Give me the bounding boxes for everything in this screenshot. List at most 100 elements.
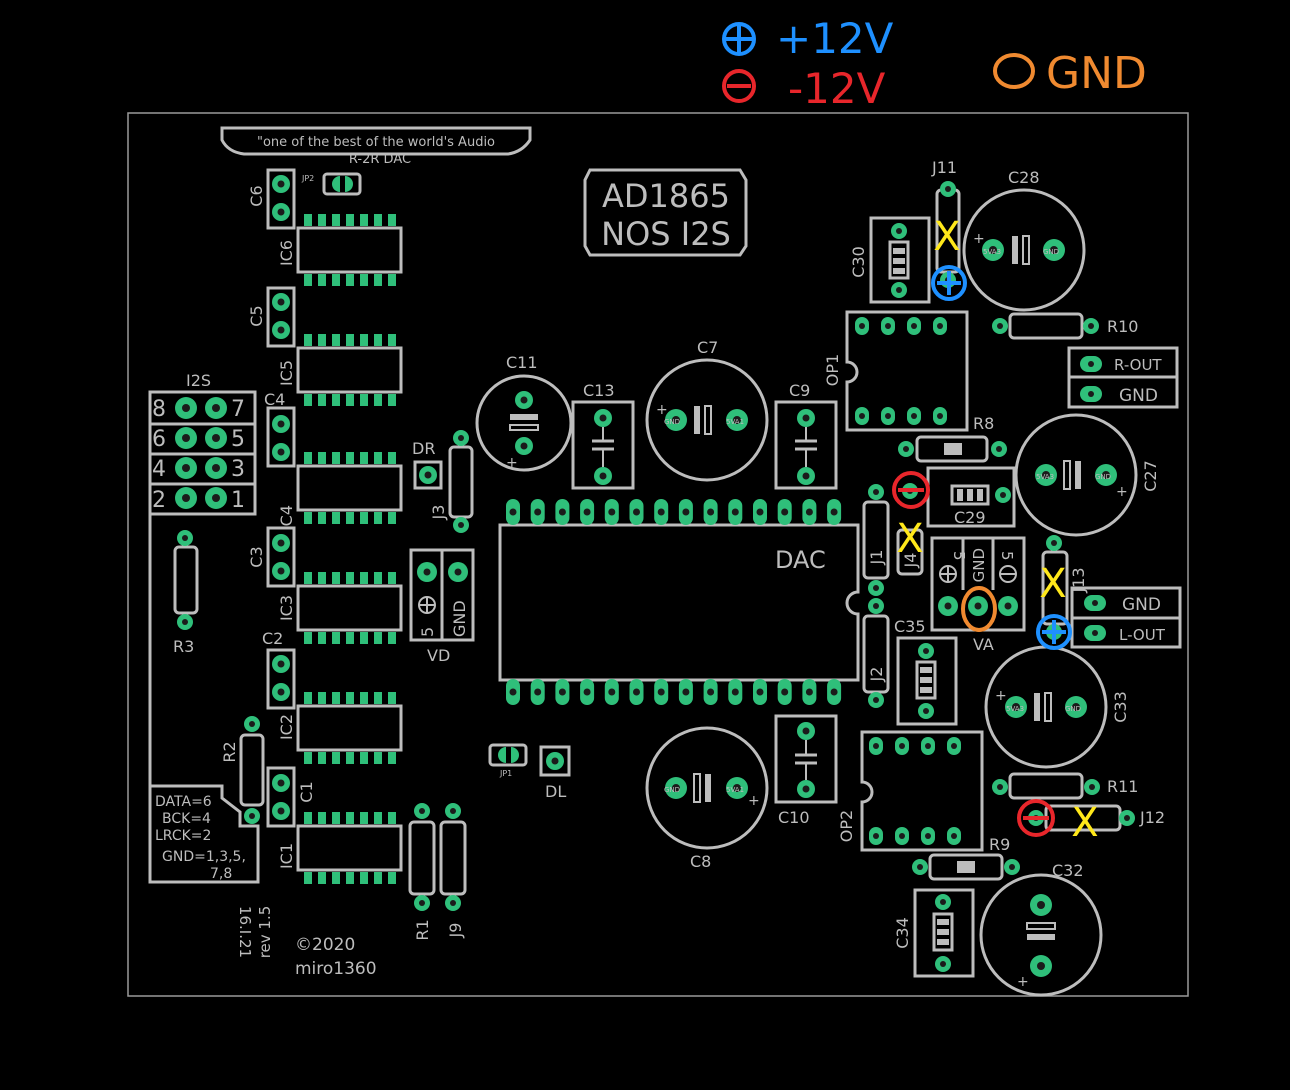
svg-text:R-OUT: R-OUT: [1114, 356, 1162, 374]
ic5: IC5: [277, 334, 403, 406]
ic-pin: [388, 214, 396, 226]
resistor-r1: R1: [408, 803, 436, 941]
cap-c10: C10: [774, 714, 838, 827]
cap-c30: C30: [849, 216, 931, 304]
i2s-header: I2S 8 7 6 5 4 3 2 1: [148, 371, 257, 516]
ic-pin: [360, 872, 368, 884]
svg-text:IC3: IC3: [277, 595, 296, 621]
svg-text:C8: C8: [690, 852, 711, 871]
power-legend: +12V -12V GND: [722, 14, 1147, 113]
ic-pin: [346, 812, 354, 824]
cut-mark-j12: X: [1071, 800, 1098, 846]
jumper-jp1: JP1: [488, 743, 528, 778]
svg-text:C3: C3: [247, 546, 266, 567]
ic-pin: [374, 274, 382, 286]
motto-line2: R-2R DAC: [349, 152, 411, 167]
svg-text:R10: R10: [1107, 317, 1138, 336]
svg-text:DR: DR: [412, 439, 435, 458]
ic-pin: [374, 872, 382, 884]
svg-text:J12: J12: [1139, 808, 1165, 827]
svg-text:GND: GND: [664, 786, 680, 794]
connector-r-out: R-OUT GND: [1067, 346, 1179, 409]
cap-c27: + 5VA3 GND C27: [1014, 413, 1160, 537]
ic-pin: [332, 214, 340, 226]
ic-pin: [388, 632, 396, 644]
svg-text:IC2: IC2: [277, 714, 296, 740]
svg-text:C29: C29: [954, 508, 986, 527]
svg-text:+: +: [995, 688, 1007, 704]
svg-text:GND: GND: [1065, 705, 1081, 713]
jumper-j2: J2: [862, 598, 890, 708]
svg-text:5VA3: 5VA3: [1006, 705, 1024, 713]
cap-c32: + C32: [979, 861, 1103, 997]
cap-c35: C35: [894, 617, 958, 726]
ic-pin: [332, 512, 340, 524]
ic-pin: [360, 512, 368, 524]
ic-pin: [304, 572, 312, 584]
svg-text:J1: J1: [867, 550, 886, 566]
resistor-r10: R10: [992, 312, 1138, 340]
cap-c28: + 5VA3 GND C28: [962, 168, 1086, 312]
minus-symbol-icon: [722, 69, 756, 103]
legend-gnd: GND: [1046, 48, 1147, 99]
svg-text:+: +: [973, 231, 985, 247]
ic-pin: [318, 274, 326, 286]
motto-line1: "one of the best of the world's Audio: [257, 135, 495, 150]
ic-column: C6 C5 C4 C3 C2: [247, 168, 403, 884]
ic-pin: [304, 394, 312, 406]
svg-text:C10: C10: [778, 808, 810, 827]
ic-pin: [318, 872, 326, 884]
svg-text:16.I.21: 16.I.21: [236, 906, 254, 958]
ic-pin: [374, 692, 382, 704]
cap-c13: C13: [571, 381, 635, 490]
ic-pin: [332, 752, 340, 764]
cut-mark-j4: X: [896, 516, 923, 562]
svg-text:5: 5: [418, 627, 437, 637]
svg-text:IC6: IC6: [277, 240, 296, 266]
svg-text:C6: C6: [247, 185, 266, 206]
ic-pin: [346, 274, 354, 286]
resistor-r2: R2: [220, 716, 265, 824]
jumper-j9: J9: [439, 803, 467, 938]
svg-text:OP1: OP1: [823, 354, 842, 386]
svg-text:J3: J3: [429, 505, 448, 521]
opamp-op2: OP2: [837, 730, 984, 852]
ic-pin: [374, 452, 382, 464]
ic-pin: [346, 214, 354, 226]
svg-text:+: +: [748, 793, 760, 809]
ic-pin: [346, 872, 354, 884]
svg-text:C5: C5: [247, 305, 266, 326]
legend-minus12: -12V: [788, 64, 886, 113]
ic-pin: [318, 692, 326, 704]
svg-text:R3: R3: [173, 637, 194, 656]
ic6: IC6: [277, 214, 403, 286]
ic-pin: [374, 752, 382, 764]
resistor-r3: R3: [173, 530, 199, 656]
svg-text:GND=1,3,5,: GND=1,3,5,: [162, 849, 246, 865]
ic-pin: [304, 214, 312, 226]
ic-pin: [374, 334, 382, 346]
svg-text:C2: C2: [262, 629, 283, 648]
ic-pin: [360, 274, 368, 286]
led-dl: DL: [539, 745, 571, 801]
svg-text:C7: C7: [697, 338, 718, 357]
cut-mark-j13: X: [1039, 561, 1066, 607]
cap-c3: C3: [247, 526, 296, 588]
svg-text:JP2: JP2: [301, 174, 314, 183]
svg-text:IC4: IC4: [277, 505, 296, 531]
svg-text:C34: C34: [893, 917, 912, 949]
cap-c4: C4: [264, 390, 296, 468]
ic-pin: [304, 872, 312, 884]
svg-text:J2: J2: [867, 667, 886, 683]
svg-text:R11: R11: [1107, 777, 1138, 796]
jumper-jp2: JP2: [301, 172, 362, 196]
svg-text:C13: C13: [583, 381, 615, 400]
ic-pin: [360, 752, 368, 764]
cap-c5: C5: [247, 286, 296, 348]
ic-pin: [332, 632, 340, 644]
ic-pin: [360, 812, 368, 824]
svg-text:IC1: IC1: [277, 843, 296, 869]
ic-pin: [346, 394, 354, 406]
ic-pin: [318, 214, 326, 226]
ic-pin: [388, 334, 396, 346]
